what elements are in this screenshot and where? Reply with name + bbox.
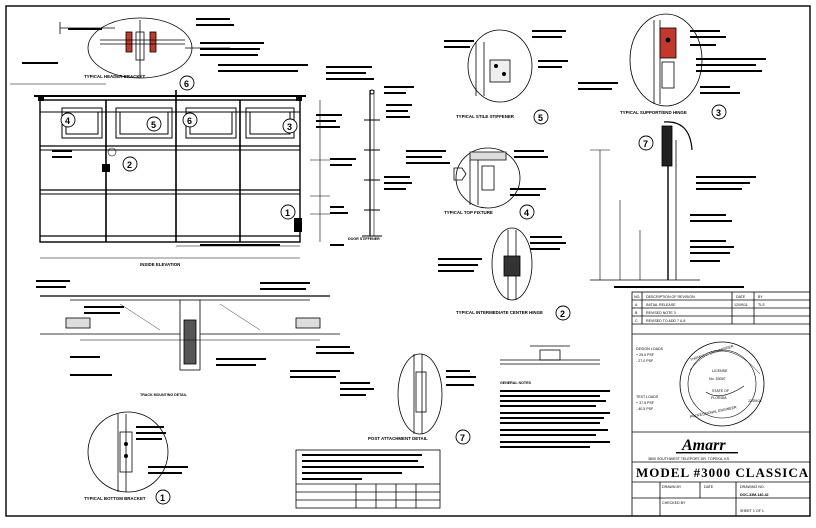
test-loads-label: TEST LOADS <box>636 395 659 399</box>
rev-row-1-by: TLS <box>758 303 765 307</box>
design-load-negative: - 27.0 PSF <box>636 359 654 363</box>
svg-text:3: 3 <box>716 108 721 118</box>
rev-header-no: NO. <box>634 295 640 299</box>
svg-text:4: 4 <box>524 208 529 218</box>
elevation-callouts: 4 5 6 3 6 2 1 <box>60 75 298 220</box>
date-label: DATE <box>704 485 714 489</box>
rev-header-desc: DESCRIPTION OF REVISION <box>646 295 695 299</box>
sheet-number: SHEET 1 OF 1 <box>740 509 764 513</box>
post-attachment-label: POST ATTACHMENT DETAIL <box>368 436 428 441</box>
svg-text:7: 7 <box>643 139 648 149</box>
svg-text:1: 1 <box>285 208 290 218</box>
title-block <box>631 291 811 517</box>
general-notes-text <box>500 390 610 448</box>
rev-row-2-no: B <box>635 311 638 315</box>
callout-3-hinge: 3 <box>711 104 727 120</box>
top-fixture-detail <box>453 147 521 209</box>
seal-state: STATE OF <box>712 389 730 393</box>
svg-text:4: 4 <box>65 116 70 126</box>
svg-text:5: 5 <box>151 120 156 130</box>
seal-license: LICENSE <box>712 369 728 373</box>
callout-4-fixture: 4 <box>519 204 535 220</box>
svg-text:3: 3 <box>287 122 292 132</box>
rev-header-date: DATE <box>736 295 746 299</box>
test-load-positive: + 37.5 PSF <box>636 401 655 405</box>
bottom-bracket-detail <box>87 411 169 493</box>
address: 3800 SOUTHWEST TELEPORT DR. TOPEKA, KS <box>648 457 730 461</box>
center-hinge-detail <box>491 227 533 301</box>
svg-text:5: 5 <box>538 113 543 123</box>
svg-text:7: 7 <box>460 433 465 443</box>
callout-7-side: 7 <box>638 135 654 151</box>
svg-text:2: 2 <box>127 160 132 170</box>
seal-date: 12/09/11 <box>748 399 762 403</box>
rev-row-1-date: 12/09/11 <box>734 303 748 307</box>
callout-1-bottom: 1 <box>155 489 171 505</box>
callout-2-elev: 2 <box>122 156 138 172</box>
test-load-negative: - 40.5 PSF <box>636 407 654 411</box>
callout-5-elev: 5 <box>146 116 162 132</box>
section-detail-mid <box>500 345 600 365</box>
strut-label: DOOR STIFFENER <box>348 237 380 241</box>
svg-text:6: 6 <box>184 79 189 89</box>
stile-stiffener-label: TYPICAL STILE STIFFENER <box>456 114 515 119</box>
stile-stiffener-detail <box>467 29 533 103</box>
callout-6-elev: 6 <box>182 112 198 128</box>
drawing-number: DOC-33M-140-42 <box>740 493 769 497</box>
inside-elevation-label: INSIDE ELEVATION <box>140 262 180 267</box>
drawing-no-label: DRAWING NO. <box>740 485 765 489</box>
svg-text:1: 1 <box>160 493 165 503</box>
svg-text:6: 6 <box>187 116 192 126</box>
support-hinge-label: TYPICAL SUPPORT/END HINGE <box>620 110 687 115</box>
rev-row-3-no: C <box>635 319 638 323</box>
strut-detail <box>362 89 382 237</box>
callout-1-elev: 1 <box>280 204 296 220</box>
notes-title: GENERAL NOTES <box>500 381 531 385</box>
rev-header-by: BY <box>758 295 763 299</box>
track-mounting-detail <box>40 295 340 371</box>
post-attachment-detail <box>397 353 443 435</box>
callout-7-post: 7 <box>455 429 471 445</box>
wind-load-table <box>295 449 441 509</box>
brand-logo: Amarr <box>681 437 726 454</box>
callout-4-elev: 4 <box>60 112 76 128</box>
side-section-detail <box>590 121 700 281</box>
drawn-by-label: DRAWN BY <box>662 485 682 489</box>
model-title: MODEL #3000 CLASSICA <box>636 465 809 480</box>
design-loads-label: DESIGN LOADS <box>636 347 664 351</box>
callout-3-elev: 3 <box>282 118 298 134</box>
rev-row-2-desc: REVISED NOTE 3 <box>646 311 676 315</box>
seal-number: No. 53097 <box>709 377 726 381</box>
rev-row-1-desc: INITIAL RELEASE <box>646 303 676 307</box>
checked-by-label: CHECKED BY <box>662 501 686 505</box>
callout-5-stile: 5 <box>533 109 549 125</box>
track-mounting-label: TRACK MOUNTING DETAIL <box>140 393 188 397</box>
top-fixture-label: TYPICAL TOP FIXTURE <box>444 210 493 215</box>
callout-2-hinge: 2 <box>555 305 571 321</box>
sheet-border <box>5 5 811 517</box>
inside-elevation-door <box>10 83 330 259</box>
callout-6-top: 6 <box>179 75 195 91</box>
seal-state-name: FLORIDA <box>711 396 727 400</box>
header-bracket-label: TYPICAL HEADER BRACKET <box>84 74 145 79</box>
bottom-bracket-label: TYPICAL BOTTOM BRACKET <box>84 496 146 501</box>
center-hinge-label: TYPICAL INTERMEDIATE CENTER HINGE <box>456 310 543 315</box>
rev-row-1-no: A <box>635 303 638 307</box>
support-end-hinge-detail <box>629 13 703 107</box>
svg-text:2: 2 <box>560 309 565 319</box>
design-load-positive: + 25.0 PSF <box>636 353 655 357</box>
rev-row-3-desc: REVISED TO ADD 7 & 8 <box>646 319 685 323</box>
